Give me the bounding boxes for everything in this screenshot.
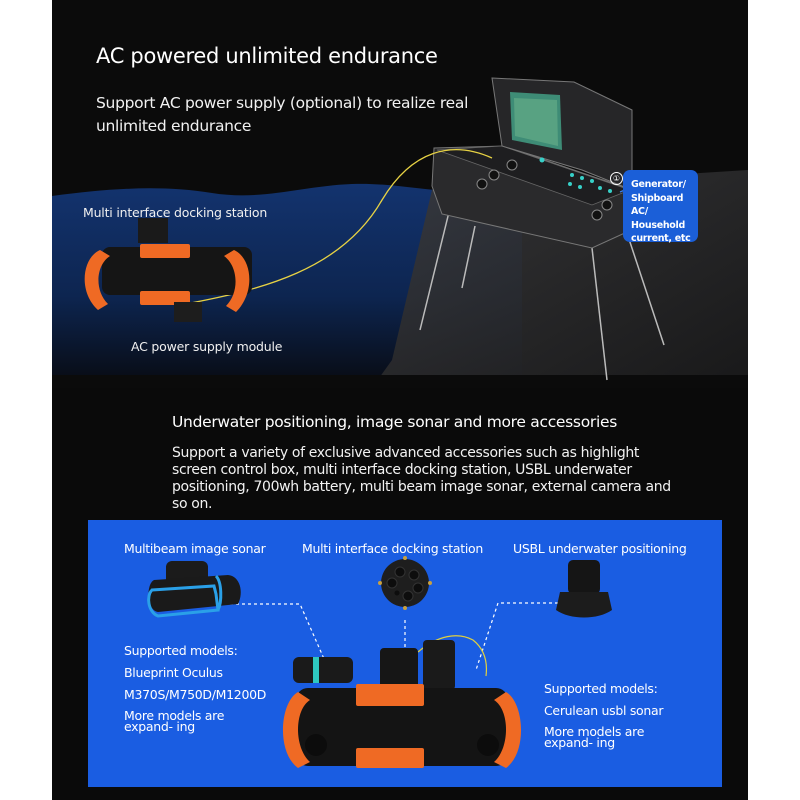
accessories-description: Support a variety of exclusive advanced …	[172, 445, 671, 512]
docking-station-icon	[378, 556, 432, 610]
accessories-illustration	[147, 556, 612, 768]
usbl-supported-models: Supported models: Cerulean usbl sonar Mo…	[544, 682, 669, 756]
usbl-models-heading: Supported models:	[544, 681, 658, 696]
usbl-models-more: More models are expand- ing	[544, 724, 645, 750]
sonar-label: Multibeam image sonar	[124, 541, 266, 556]
rov-illustration	[84, 218, 252, 322]
power-subtitle: Support AC power supply (optional) to re…	[96, 94, 469, 135]
multibeam-sonar-icon	[147, 561, 241, 618]
accessories-panel: Multibeam image sonar Multi interface do…	[88, 520, 722, 787]
product-banner: AC powered unlimited endurance Support A…	[52, 0, 748, 800]
page-title: AC powered unlimited endurance	[96, 44, 438, 68]
power-source-callout: Generator/ Shipboard AC/ Household curre…	[623, 170, 698, 244]
ac-module-label: AC power supply module	[131, 339, 283, 354]
usbl-label: USBL underwater positioning	[513, 541, 687, 556]
control-box-illustration	[419, 77, 665, 381]
ac-power-section: AC powered unlimited endurance Support A…	[52, 0, 748, 388]
sonar-models-heading: Supported models:	[124, 643, 238, 658]
sonar-supported-models: Supported models: Blueprint Oculus M370S…	[124, 644, 266, 740]
usbl-transducer-icon	[556, 560, 612, 618]
docking-station-label: Multi interface docking station	[83, 205, 268, 220]
step-number-badge: ①	[610, 172, 623, 185]
docking-station-accessory-label: Multi interface docking station	[302, 541, 483, 556]
sonar-model-brand: Blueprint Oculus	[124, 665, 223, 680]
usbl-model-name: Cerulean usbl sonar	[544, 703, 664, 718]
sonar-models-more: More models are expand- ing	[124, 708, 225, 734]
rov-with-accessories-illustration	[282, 635, 522, 768]
accessories-title: Underwater positioning, image sonar and …	[172, 413, 617, 431]
sonar-model-list: M370S/M750D/M1200D	[124, 687, 267, 702]
